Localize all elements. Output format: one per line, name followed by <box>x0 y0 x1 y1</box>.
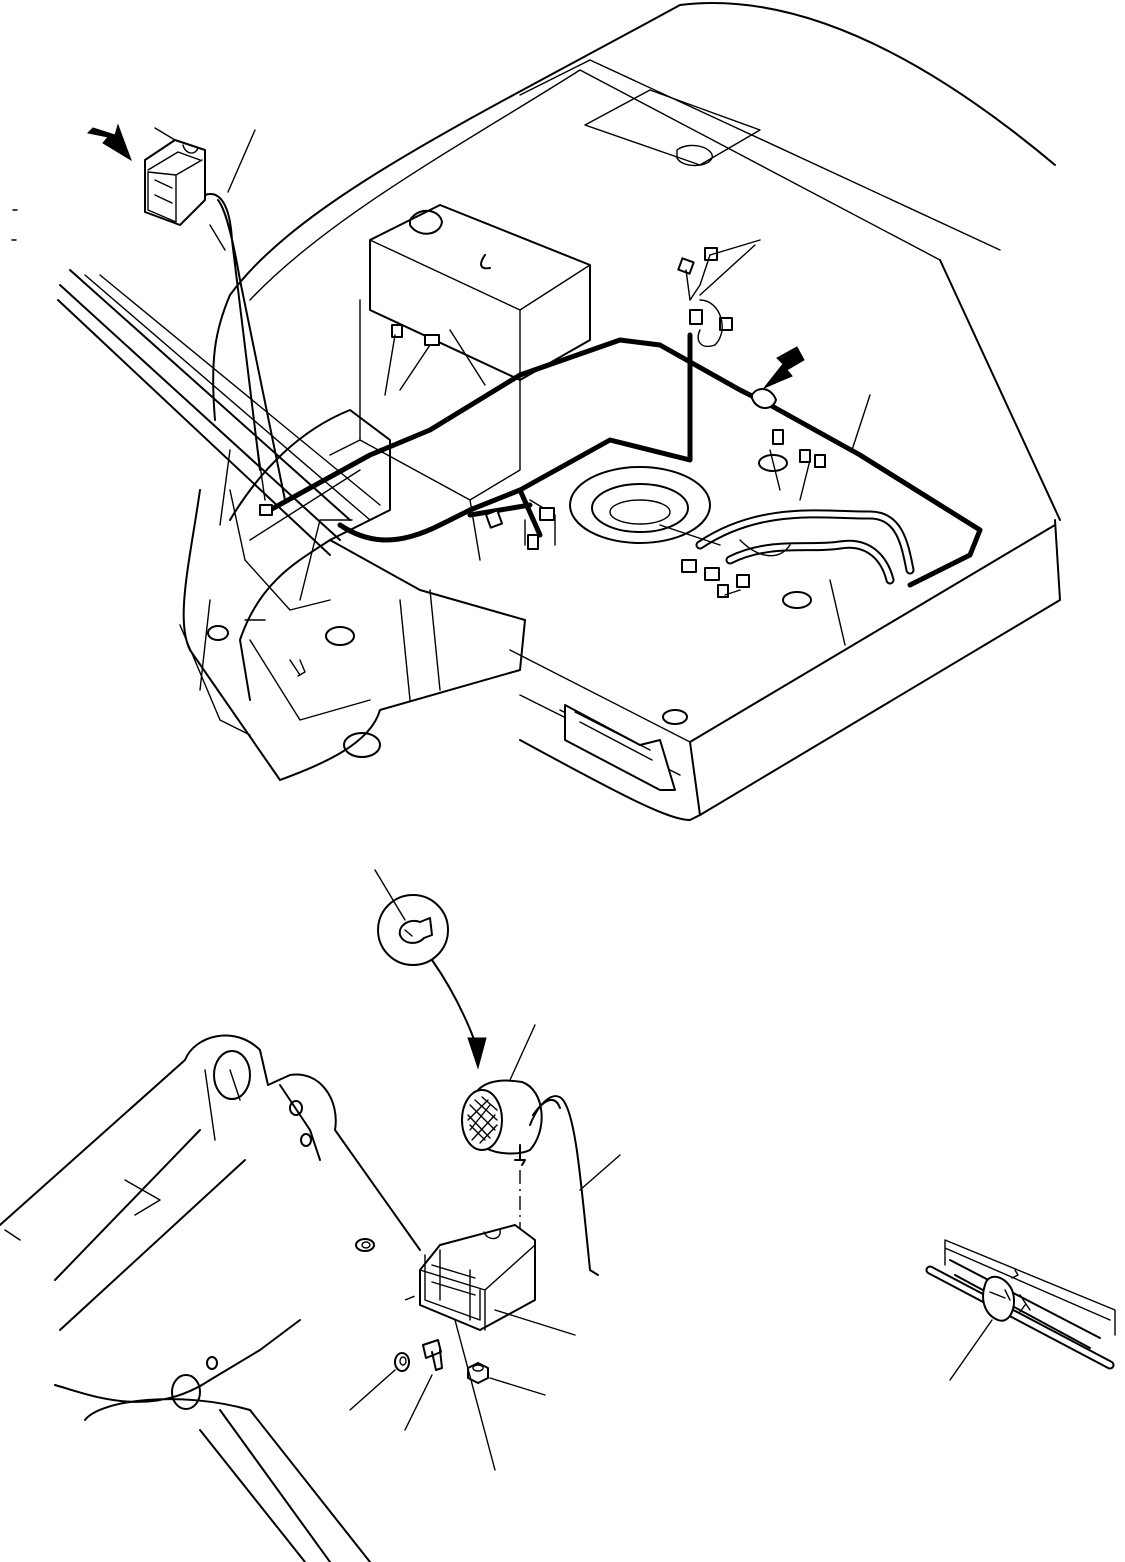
frame-side-lines <box>179 449 251 736</box>
work-lamp-assembly-top <box>144 127 286 501</box>
harness-clamp <box>751 388 777 409</box>
frame-rear-panel <box>584 89 761 167</box>
frame-side-edge <box>689 259 1061 816</box>
washer-mount-hole <box>355 1238 375 1252</box>
boom-arm-left-inner <box>84 274 381 521</box>
lamp-bracket <box>419 1224 576 1336</box>
battery-box <box>369 204 591 381</box>
arrow-icon <box>763 346 805 389</box>
boom-bolt-hole <box>300 1133 312 1147</box>
wire-harness-main <box>267 337 983 588</box>
assembly-arrow <box>431 959 478 1051</box>
main-frame-inner-rail <box>229 469 441 721</box>
arrow-icon <box>86 123 132 162</box>
leader-line <box>449 239 871 646</box>
wire-harness-branch <box>337 332 693 543</box>
work-lamp <box>461 1024 621 1276</box>
boom-pin <box>213 1050 251 1100</box>
frame-inner-rim <box>249 59 1001 301</box>
boom-bolt-hole <box>206 1356 218 1370</box>
frame-side-lamp <box>564 704 676 791</box>
battery-box-edges <box>369 239 591 381</box>
boom-arm-left <box>57 269 351 556</box>
mounting-holes <box>207 454 812 758</box>
fasteners <box>349 1319 546 1471</box>
boom-bolt-hole <box>171 1374 201 1410</box>
work-lamp-detail-view <box>0 869 1116 1562</box>
main-frame-rail <box>182 489 526 781</box>
battery-cap <box>409 209 491 270</box>
swing-bearing-outer <box>569 466 711 544</box>
detail-circle <box>377 894 449 966</box>
arrow-icon <box>467 1037 487 1070</box>
swing-bearing-core <box>609 499 671 525</box>
frame-outline <box>212 1 1061 821</box>
swing-bearing-inner <box>591 483 689 533</box>
bulb-icon <box>398 917 433 944</box>
boom-inner-lines <box>4 1069 241 1241</box>
tie-mark <box>11 209 306 677</box>
clamp-detail <box>925 1239 1116 1381</box>
boom-bracket <box>229 409 391 701</box>
boom-outline <box>0 1034 421 1562</box>
revolving-frame-view <box>11 1 1061 821</box>
boom-bolt-hole <box>289 1100 303 1116</box>
connector-leads <box>384 254 811 596</box>
